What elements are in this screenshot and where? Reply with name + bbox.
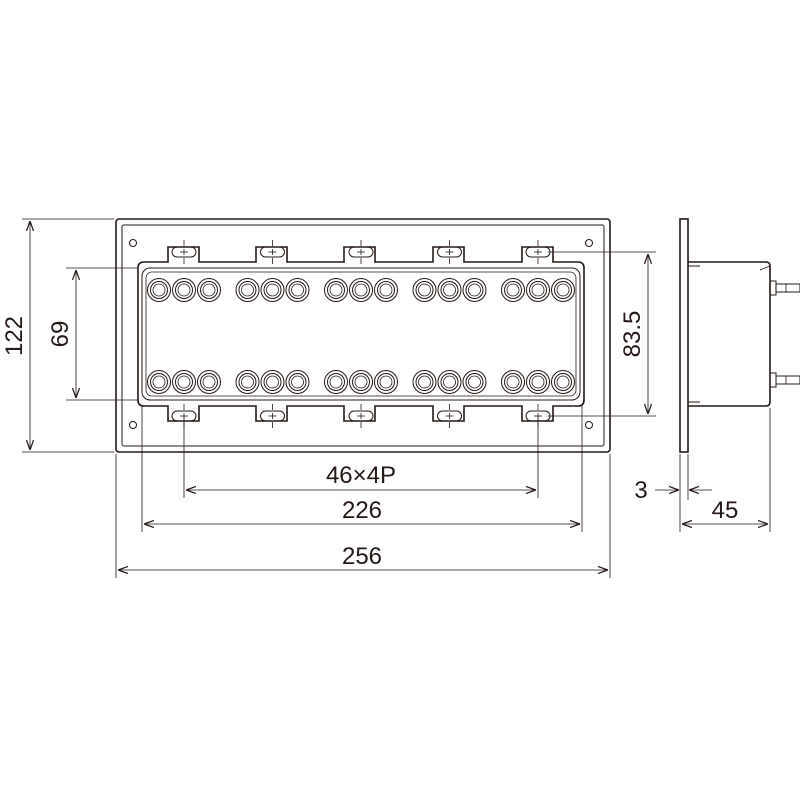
grommet-icon (235, 370, 260, 394)
corner-holes (129, 239, 593, 429)
side-box-inner (688, 265, 700, 403)
box-inner-wall (141, 267, 581, 401)
grommet-icon (437, 370, 462, 394)
side-connector-bottom (769, 372, 800, 388)
mounting-slot (260, 404, 285, 428)
grommet-icon (437, 278, 462, 302)
dim-depth: 45 (712, 497, 739, 524)
dim-height-inner: 69 (47, 321, 74, 348)
grommet-icon (526, 278, 550, 302)
grommet-icon (526, 370, 550, 394)
grommet-icon (285, 278, 310, 302)
mounting-slots (171, 240, 551, 428)
grommet-icon (462, 278, 487, 302)
corner-hole-icon (585, 239, 593, 247)
grommet-icon (147, 278, 171, 302)
grommet-icon (324, 278, 348, 302)
grommet-icon (172, 370, 196, 394)
side-box (688, 261, 771, 407)
grommet-icon (260, 370, 285, 394)
grommet-icon (197, 370, 221, 394)
grommet-icon (285, 370, 310, 394)
grommet-icon (147, 370, 171, 394)
grommet-icon (197, 278, 221, 302)
grommet-icon (551, 278, 575, 302)
mounting-slot (348, 404, 374, 428)
dimension-lines: 122 69 83.5 46×4P 226 256 3 (1, 218, 771, 578)
mounting-slot (171, 240, 197, 264)
mounting-slot (348, 240, 374, 264)
grommet-icon (374, 278, 398, 302)
grommet-icon (324, 370, 348, 394)
grommet-icon (551, 370, 575, 394)
outer-flange (115, 218, 611, 453)
dim-pitch: 46×4P (326, 462, 396, 489)
dim-height-outer: 122 (1, 316, 28, 356)
grommet-icon (349, 278, 373, 302)
front-view (115, 218, 611, 453)
dim-height-mount: 83.5 (619, 311, 646, 358)
cable-grommets (147, 278, 575, 394)
side-plate (679, 218, 689, 453)
grommet-icon (235, 278, 260, 302)
grommet-icon (260, 278, 285, 302)
dim-plate-thickness: 3 (634, 477, 647, 504)
box-outline (137, 246, 585, 422)
grommet-icon (412, 278, 437, 302)
mounting-slot (437, 240, 462, 264)
flange-inner-edge (121, 224, 605, 447)
side-view (679, 218, 800, 453)
box-inner-wall-2 (145, 271, 577, 397)
mounting-slot (525, 240, 551, 264)
grommet-icon (412, 370, 437, 394)
corner-hole-icon (129, 239, 137, 247)
corner-hole-icon (585, 421, 593, 429)
grommet-icon (462, 370, 487, 394)
dim-width-outer: 256 (342, 543, 382, 570)
grommet-icon (374, 370, 398, 394)
grommet-icon (349, 370, 373, 394)
grommet-icon (501, 370, 525, 394)
side-connector-top (769, 280, 800, 296)
corner-hole-icon (129, 421, 137, 429)
grommet-icon (172, 278, 196, 302)
grommet-icon (501, 278, 525, 302)
dim-width-inner: 226 (342, 497, 382, 524)
mounting-slot (437, 404, 462, 428)
mounting-slot (260, 240, 285, 264)
